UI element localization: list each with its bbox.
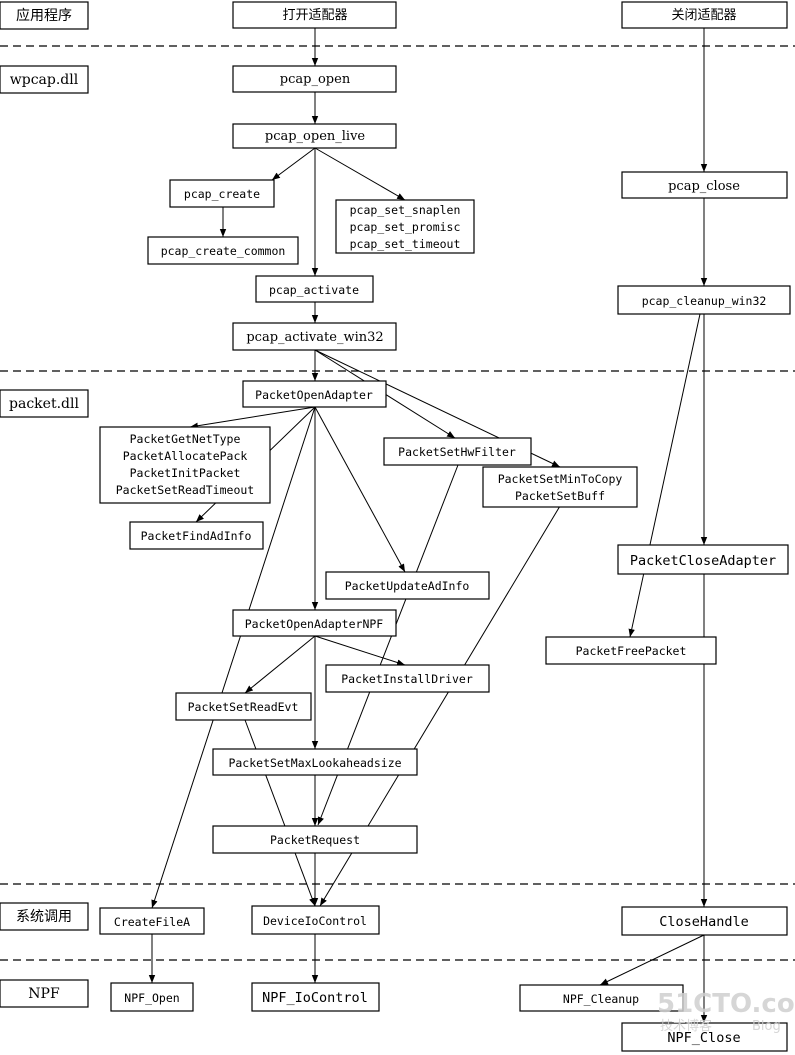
edge: [244, 719, 316, 907]
node-npf-close: [621, 1022, 788, 1052]
node-pcap-set-promisc-label: pcap_set_promisc: [350, 220, 461, 234]
node-pcap-activate-label: pcap_activate: [269, 283, 359, 297]
layer-label-box: [0, 65, 89, 94]
node-device-io-control: [251, 905, 380, 935]
edge: [189, 406, 316, 429]
watermark-brand: 51CTO.com: [657, 989, 795, 1019]
node-packet-set-max-lookaheadsize: [212, 748, 418, 776]
node-packet-free-packet: [545, 636, 717, 665]
node-packet-install-driver-label: PacketInstallDriver: [341, 672, 473, 686]
node-pcap-close: [621, 171, 788, 199]
node-packet-open-adapter-label: PacketOpenAdapter: [255, 388, 373, 402]
node-npf-open-label: NPF_Open: [124, 991, 179, 1005]
node-packet-open-adapter-npf: [232, 609, 397, 637]
node-packet-update-ad-info-label: PacketUpdateAdInfo: [345, 579, 470, 593]
layer-label-app: 应用程序: [16, 7, 72, 24]
watermark-blog: Blog: [752, 1019, 781, 1034]
node-pcap-create-common: [147, 236, 299, 265]
node-pcap-open-live-label: pcap_open_live: [265, 129, 366, 144]
node-close-handle: [621, 906, 788, 936]
node-packet-open-adapter: [242, 380, 387, 408]
layer-label-box: [0, 902, 89, 931]
node-packet-mincopy-group: [482, 466, 638, 508]
node-pcap-activate-win32: [232, 322, 397, 351]
node-pcap-open-live: [232, 123, 397, 149]
node-pcap-set-snaplen-label: pcap_set_snaplen: [350, 203, 461, 217]
node-packet-group: [99, 426, 271, 504]
node-npf-open: [110, 982, 194, 1012]
edge: [628, 313, 701, 638]
node-create-file-a: [99, 907, 205, 935]
node-npf-io-control: [251, 982, 380, 1012]
node-packet-set-read-evt-label: PacketSetReadEvt: [188, 700, 299, 714]
node-open-adapter: [232, 1, 397, 29]
node-pcap-create-common-label: pcap_create_common: [161, 244, 286, 258]
watermark: 51CTO.com 技术博客 Blog: [657, 989, 795, 1034]
node-packet-init-packet-label: PacketInitPacket: [130, 466, 241, 480]
node-close-handle-label: CloseHandle: [659, 914, 748, 930]
node-device-io-control-label: DeviceIoControl: [263, 914, 367, 928]
node-npf-close-label: NPF_Close: [667, 1030, 740, 1046]
edge: [151, 406, 316, 909]
node-packet-allocate-pack-label: PacketAllocatePack: [123, 449, 248, 463]
layer-labels: 应用程序 wpcap.dll packet.dll 系统调用 NPF: [0, 1, 89, 1008]
node-packet-request-label: PacketRequest: [270, 833, 360, 847]
edge: [314, 635, 406, 666]
node-pcap-set-group: [335, 199, 475, 254]
node-packet-find-ad-info: [129, 521, 264, 550]
edge: [244, 635, 316, 694]
node-packet-install-driver: [325, 664, 490, 693]
edge: [314, 147, 406, 201]
node-pcap-activate: [255, 275, 374, 303]
layer-label-wpcap: wpcap.dll: [10, 72, 79, 88]
node-packet-request: [212, 825, 418, 854]
node-open-adapter-label: 打开适配器: [282, 8, 347, 23]
node-packet-close-adapter-label: PacketCloseAdapter: [630, 553, 776, 569]
node-packet-set-read-evt: [175, 692, 312, 721]
node-pcap-cleanup-win32: [617, 285, 791, 315]
layer-label-syscall: 系统调用: [16, 909, 72, 925]
layer-label-box: [0, 1, 89, 30]
node-packet-free-packet-label: PacketFreePacket: [576, 644, 687, 658]
node-packet-close-adapter: [617, 544, 789, 575]
node-pcap-activate-win32-label: pcap_activate_win32: [246, 330, 383, 345]
node-packet-set-buff-label: PacketSetBuff: [515, 489, 605, 503]
node-npf-cleanup: [519, 984, 684, 1012]
node-packet-set-hw-filter: [383, 437, 532, 466]
node-packet-set-max-lookaheadsize-label: PacketSetMaxLookaheadsize: [228, 756, 401, 770]
node-npf-cleanup-label: NPF_Cleanup: [563, 992, 639, 1006]
layer-label-box: [0, 389, 89, 418]
node-packet-set-min-to-copy-label: PacketSetMinToCopy: [498, 472, 623, 486]
node-packet-find-ad-info-label: PacketFindAdInfo: [141, 529, 252, 543]
layer-label-packet: packet.dll: [9, 396, 79, 412]
node-close-adapter-label: 关闭适配器: [671, 8, 736, 23]
layer-label-box: [0, 979, 89, 1008]
watermark-sub: 技术博客: [660, 1018, 712, 1034]
node-packet-update-ad-info: [325, 571, 490, 600]
node-packet-set-read-timeout-label: PacketSetReadTimeout: [116, 483, 254, 497]
node-pcap-create-label: pcap_create: [184, 187, 260, 201]
node-packet-get-net-type-label: PacketGetNetType: [130, 432, 241, 446]
node-close-adapter: [621, 1, 788, 29]
layer-label-npf: NPF: [28, 986, 60, 1002]
node-pcap-open: [232, 65, 397, 93]
node-pcap-open-label: pcap_open: [280, 72, 351, 87]
node-create-file-a-label: CreateFileA: [114, 915, 190, 929]
node-pcap-close-label: pcap_close: [668, 179, 740, 194]
edge: [314, 406, 406, 573]
node-pcap-cleanup-win32-label: pcap_cleanup_win32: [642, 294, 767, 308]
node-pcap-set-timeout-label: pcap_set_timeout: [350, 237, 461, 251]
node-packet-set-hw-filter-label: PacketSetHwFilter: [398, 445, 516, 459]
node-npf-io-control-label: NPF_IoControl: [262, 990, 368, 1006]
edge: [271, 147, 316, 181]
edge: [599, 934, 705, 986]
node-pcap-create: [169, 179, 275, 208]
node-packet-open-adapter-npf-label: PacketOpenAdapterNPF: [245, 617, 384, 631]
